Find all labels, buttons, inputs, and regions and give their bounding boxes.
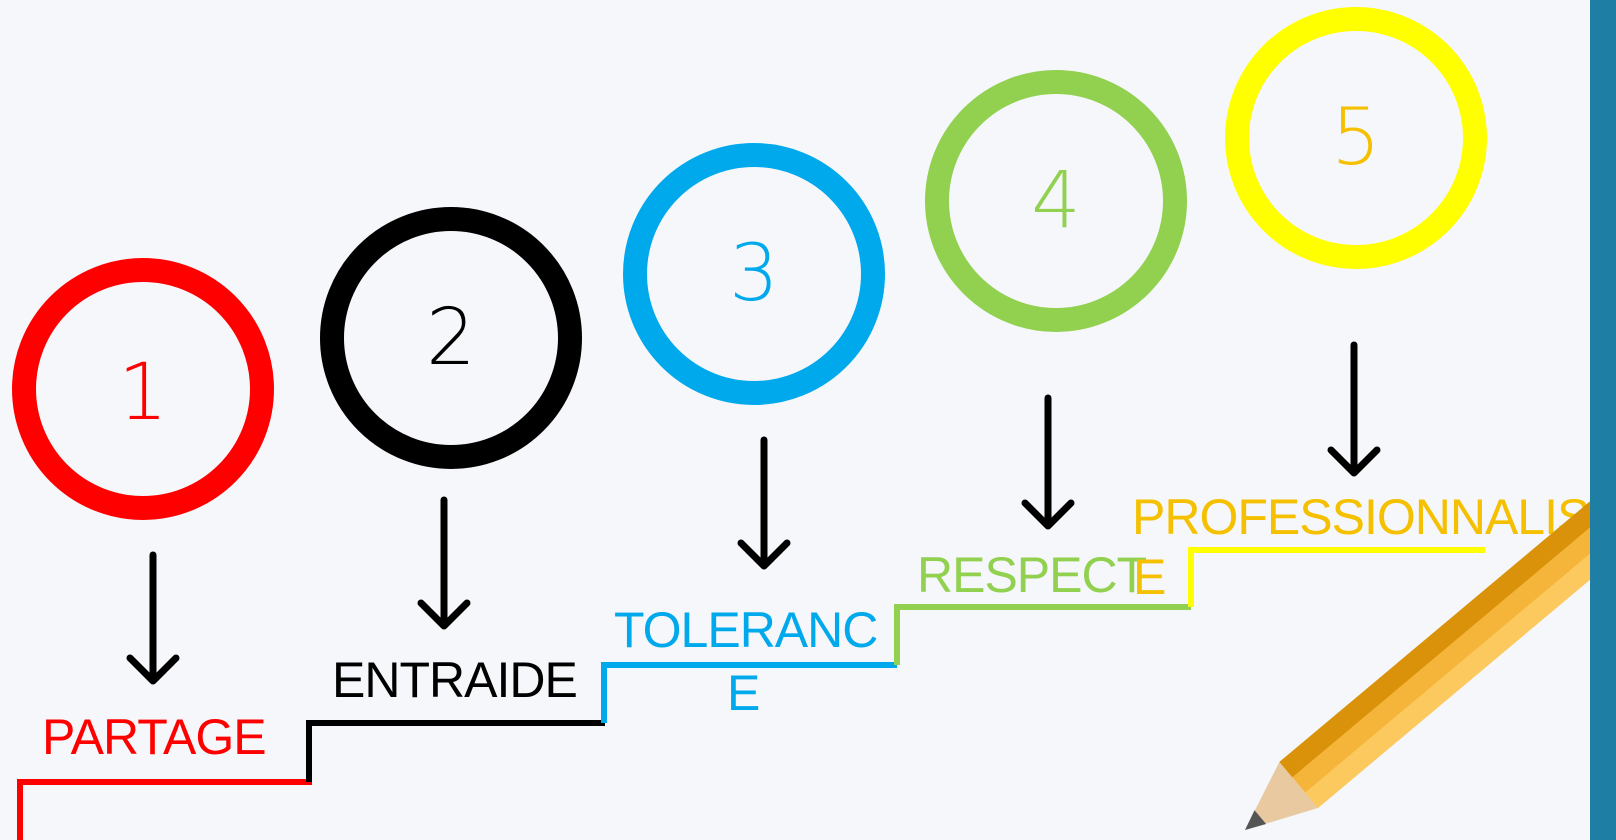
step-4-number: 4	[1031, 156, 1081, 246]
stair-step-2	[306, 720, 605, 782]
down-arrow-icon	[126, 551, 180, 685]
stair-step-3	[601, 662, 897, 723]
step-5-label-line1: PROFESSIONNALISM	[1132, 489, 1616, 545]
down-arrow-icon	[1021, 394, 1075, 530]
step-1-label: PARTAGE	[42, 709, 267, 765]
down-arrow-icon	[1327, 341, 1381, 477]
down-arrow-icon	[737, 436, 791, 570]
step-5-label-line2: E	[1133, 549, 1166, 605]
step-3-number: 3	[729, 229, 779, 319]
step-2-label: ENTRAIDE	[332, 652, 578, 708]
side-accent-bar	[1590, 0, 1616, 840]
stair-step-4	[894, 604, 1191, 665]
stair-step-5	[1188, 547, 1485, 607]
step-5-number: 5	[1331, 93, 1381, 183]
down-arrow-icon	[417, 496, 471, 630]
step-4-label: RESPECT	[917, 547, 1147, 603]
step-1-number: 1	[118, 348, 168, 438]
step-3-label-line2: E	[727, 665, 760, 721]
step-2-number: 2	[426, 293, 476, 383]
step-3-label-line1: TOLERANC	[614, 602, 878, 658]
stair-step-1	[17, 779, 312, 840]
